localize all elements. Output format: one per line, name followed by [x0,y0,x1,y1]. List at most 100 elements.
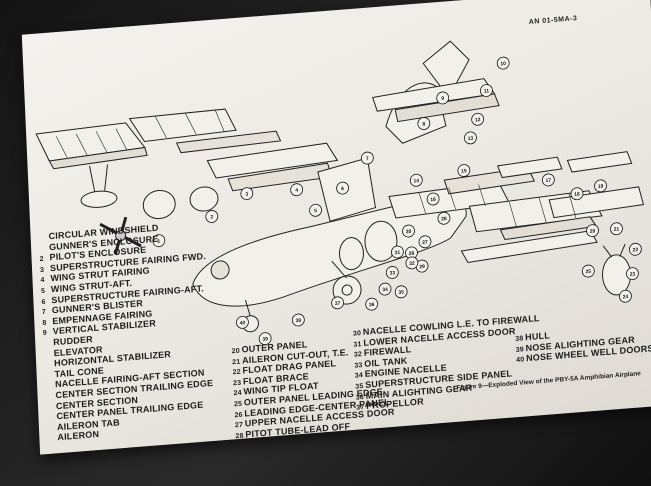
callout-marker: 27 [418,235,432,249]
callout-number: 15 [461,168,467,174]
callout-marker: 38 [291,313,305,327]
callout-number: 14 [413,178,419,184]
callout-marker: 25 [581,264,595,278]
callout-number: 19 [598,184,604,190]
callout-number: 20 [590,228,596,234]
left-engine [142,189,176,220]
legend-item-number [39,250,49,251]
callout-number: 6 [341,186,344,192]
legend-item-number: 40 [516,356,525,365]
callout-marker: 10 [496,56,510,70]
callout-number: 39 [262,336,268,342]
callout-number: 1 [157,239,160,245]
callout-number: 40 [240,320,246,326]
callout-marker: 6 [336,181,349,195]
legend-item-number [45,377,55,378]
callout-number: 12 [475,117,481,123]
callout-number: 21 [614,226,620,232]
callout-marker: 24 [619,289,632,303]
callout-number: 23 [630,271,636,277]
callout-number: 5 [314,208,317,214]
callout-marker: 7 [360,151,374,165]
legend-item-number [44,356,54,357]
callout-marker: 1 [152,234,166,248]
legend-item-number: 29 [235,443,245,451]
callout-marker: 11 [480,84,493,97]
callout-number: 33 [389,270,395,276]
callout-marker: 15 [457,164,471,177]
legend-item-number [46,409,56,410]
callout-marker: 36 [365,297,379,311]
callout-marker: 40 [236,315,249,329]
callout-marker: 5 [309,203,322,217]
callout-number: 13 [468,136,474,142]
callout-marker: 17 [541,173,555,187]
callout-number: 8 [422,121,425,127]
right-trailing-edge [460,230,598,264]
callout-marker: 16 [426,192,440,206]
left-wing-float [80,190,118,208]
callout-number: 3 [245,191,248,197]
right-aileron [548,186,645,219]
callout-marker: 2 [205,210,219,223]
callout-marker: 18 [570,187,584,201]
callout-marker: 26 [437,211,451,225]
callout-number: 37 [335,301,341,307]
legend-item-number [48,441,58,442]
callout-marker: 34 [378,282,392,296]
callout-marker: 19 [594,179,607,193]
left-aileron [48,146,148,170]
callout-marker: 22 [628,242,642,256]
legend-item-number: 37 [356,404,365,412]
callout-marker: 14 [409,173,423,187]
manual-page: AN 01-5MA-3 [21,0,651,455]
exploded-view-drawing: 1234567891011121314151617181920212223242… [35,40,645,346]
callout-marker: 4 [290,183,304,197]
callout-number: 27 [422,240,428,246]
callout-marker: 9 [436,91,450,105]
engine-nacelle [364,220,398,262]
callout-number: 18 [574,191,580,197]
callout-number: 34 [382,287,388,293]
callout-number: 26 [441,216,447,222]
callout-number: 28 [409,251,415,257]
callout-number: 17 [545,178,551,184]
center-section [206,142,339,179]
callout-number: 16 [430,197,436,203]
legend-item-number: 28 [235,432,244,441]
callout-number: 7 [366,156,369,162]
callout-number: 31 [395,250,401,256]
callout-number: 9 [441,96,444,102]
legend-item-number [47,419,57,420]
callout-marker: 35 [394,285,408,299]
legend-item-label: AILERON [57,429,100,443]
callout-number: 30 [406,229,412,235]
legend-item-number [43,345,53,346]
callout-number: 11 [484,88,490,94]
callout-marker: 31 [391,245,404,259]
callout-number: 29 [419,264,425,270]
callout-marker: 3 [240,187,254,201]
callout-marker: 8 [417,117,431,130]
legend-item-number [46,398,56,399]
callout-number: 10 [500,61,506,67]
callout-marker: 21 [610,222,623,236]
callout-marker: 39 [258,332,272,346]
callout-number: 2 [210,214,213,220]
hull [192,197,467,307]
callout-marker: 32 [405,256,419,270]
callout-marker: 13 [464,131,477,145]
callout-marker: 20 [586,224,599,238]
callout-marker: 23 [626,267,639,281]
left-center-panel [128,108,237,143]
callout-number: 25 [585,269,591,275]
callout-number: 22 [633,247,639,253]
legend-item-number [47,430,57,431]
callout-number: 4 [295,188,298,194]
callout-number: 38 [295,318,301,324]
callout-marker: 33 [385,266,399,279]
callout-marker: 12 [471,112,485,126]
callout-number: 24 [623,294,629,300]
elevator [394,93,500,123]
